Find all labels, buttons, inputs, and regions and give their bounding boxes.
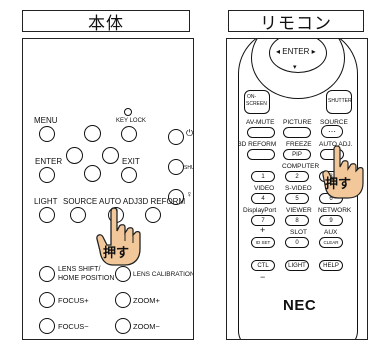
lens-shift-label-1: LENS SHIFT/ (58, 266, 101, 273)
lens-calibration-button[interactable] (115, 266, 131, 282)
pip-button[interactable]: PIP (283, 149, 311, 160)
left-button[interactable] (66, 147, 83, 164)
minus-label: − (260, 272, 266, 282)
lens-shift-button[interactable] (39, 266, 55, 282)
main-unit-header-label: 本体 (88, 13, 124, 34)
zoom-minus-button[interactable] (115, 318, 131, 334)
displayport-label: DisplayPort (243, 207, 277, 214)
menu-label: MENU (34, 116, 58, 125)
key-2[interactable]: 2 (285, 171, 309, 182)
source-label-remote: SOURCE (320, 119, 348, 126)
zoom-plus-label: ZOOM+ (133, 296, 160, 305)
source-label: SOURCE (63, 197, 98, 206)
aux-label: AUX (324, 229, 338, 236)
right-arrow-icon: ▸ (309, 47, 316, 56)
light-label: LIGHT (34, 197, 58, 206)
clear-button[interactable]: CLEAR (319, 237, 343, 248)
power-button[interactable] (168, 129, 184, 145)
3d-reform-button-remote[interactable] (247, 149, 275, 160)
3d-reform-label: 3D REFORM (138, 197, 186, 206)
pointing-hand-icon (96, 207, 141, 266)
key-lock-label: KEY LOCK (116, 118, 146, 124)
up-button[interactable] (84, 125, 101, 142)
help-button[interactable]: HELP (319, 260, 343, 271)
remote-header-label: リモコン (260, 13, 332, 34)
right-button[interactable] (102, 147, 119, 164)
zoom-plus-button[interactable] (115, 292, 131, 308)
plus-label: + (260, 225, 266, 235)
picture-button[interactable] (283, 127, 311, 138)
focus-plus-button[interactable] (39, 292, 55, 308)
auto-adj-label-remote: AUTO ADJ. (319, 141, 353, 148)
s-video-label: S-VIDEO (285, 185, 312, 192)
menu-button[interactable] (39, 126, 55, 142)
key-4[interactable]: 4 (251, 193, 275, 204)
shutter-button-remote[interactable] (326, 90, 352, 114)
focus-plus-label: FOCUS+ (58, 296, 89, 305)
on-screen-label-1: ON- (247, 94, 257, 100)
av-mute-label: AV-MUTE (246, 119, 275, 126)
down-button[interactable] (84, 165, 101, 182)
slot-label: SLOT (290, 229, 307, 236)
exit-button[interactable] (121, 167, 137, 183)
on-screen-label-2: SCREEN (246, 101, 267, 107)
shutter-label-remote: SHUTTER (328, 98, 352, 104)
source-button[interactable] (70, 207, 86, 223)
key-7[interactable]: 7 (251, 215, 275, 226)
light-button-remote[interactable]: LIGHT (285, 260, 309, 271)
id-set-button[interactable]: ID SET (251, 237, 275, 248)
brand-logo: NEC (283, 297, 317, 314)
computer-label: COMPUTER (282, 163, 320, 170)
lens-calibration-label: LENS CALIBRATION (133, 271, 194, 278)
left-arrow-icon: ◂ (276, 47, 283, 56)
key-lock-indicator (124, 108, 132, 116)
zoom-minus-label: ZOOM− (133, 322, 160, 331)
enter-label: ENTER (35, 157, 63, 166)
main-unit-panel: MENU KEY LOCK ⏻ ENTER EXIT SHUTTER ♀ LIG… (22, 38, 194, 340)
focus-minus-button[interactable] (39, 318, 55, 334)
auto-adj-label: AUTO ADJ (99, 197, 138, 206)
remote-header: リモコン (228, 10, 364, 34)
push-label-remote: 押す (325, 177, 352, 192)
3d-reform-label-remote: 3D REFORM (238, 141, 277, 148)
push-label: 押す (103, 246, 130, 261)
viewer-label: VIEWER (286, 207, 312, 214)
key-9[interactable]: 9 (319, 215, 343, 226)
enter-button-remote[interactable] (269, 39, 327, 73)
bulb-icon: ♀ (186, 189, 193, 199)
video-label: VIDEO (254, 185, 275, 192)
key-8[interactable]: 8 (285, 215, 309, 226)
remote-panel: ◂ ENTER ▸ ▾ ON- SCREEN SHUTTER AV-MUTE P… (226, 38, 368, 340)
enter-button[interactable] (39, 167, 55, 183)
lens-shift-label-2: HOME POSITION (58, 275, 115, 282)
key-1[interactable]: 1 (251, 171, 275, 182)
enter-label-remote: ◂ ENTER ▸ (276, 47, 316, 56)
key-0[interactable]: 0 (285, 237, 309, 248)
power-icon: ⏻ (186, 128, 194, 138)
av-mute-button[interactable] (247, 127, 275, 138)
main-unit-header: 本体 (22, 10, 190, 34)
shutter-button[interactable] (168, 159, 184, 175)
key-lock-button[interactable] (121, 126, 137, 142)
light-button[interactable] (39, 207, 55, 223)
shutter-label: SHUTTER (184, 165, 194, 171)
auto-adj-button-remote[interactable] (320, 149, 344, 160)
status-indicator (168, 189, 184, 205)
focus-minus-label: FOCUS− (58, 322, 89, 331)
pointing-hand-icon-remote (322, 145, 364, 199)
picture-label: PICTURE (283, 119, 312, 126)
down-arrow-icon: ▾ (293, 64, 297, 71)
ctl-button[interactable]: CTL (251, 260, 275, 271)
key-5[interactable]: 5 (285, 193, 309, 204)
enter-label-text: ENTER (282, 47, 310, 56)
freeze-label: FREEZE (286, 141, 312, 148)
network-label: NETWORK (318, 207, 352, 214)
source-button-remote[interactable]: ⋯ (321, 125, 343, 138)
exit-label: EXIT (122, 157, 140, 166)
3d-reform-button[interactable] (145, 207, 161, 223)
on-screen-button[interactable] (244, 90, 270, 114)
